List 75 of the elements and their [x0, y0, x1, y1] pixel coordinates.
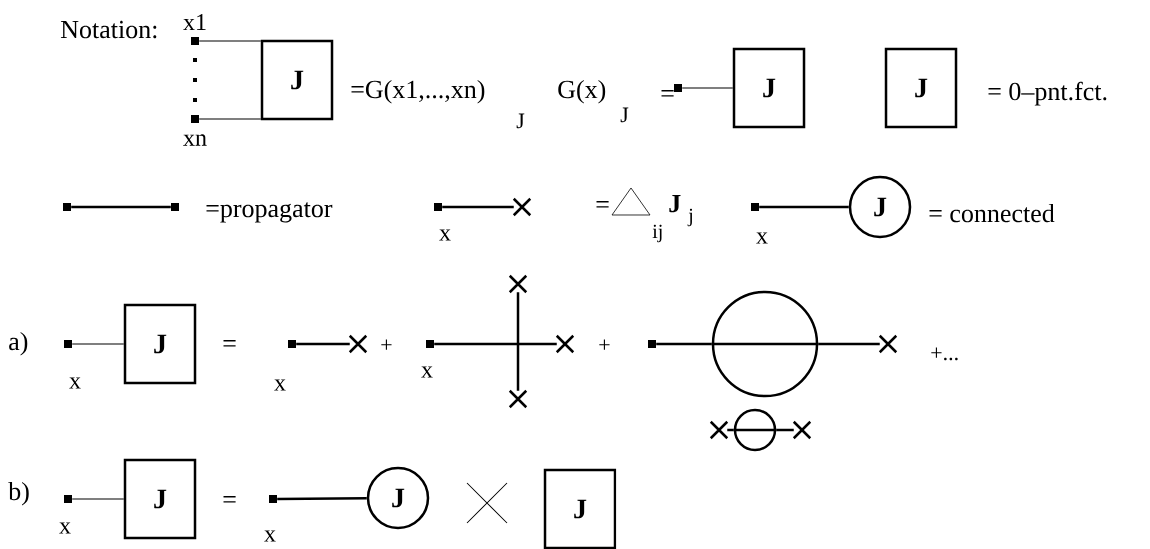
j-box: J: [260, 39, 334, 121]
formula-text: =: [223, 340, 236, 347]
line: [71, 205, 171, 209]
endpoint-square: [63, 203, 71, 211]
formula-text: =: [223, 496, 236, 503]
j-box: J: [123, 303, 197, 385]
formula-text: = connected: [929, 203, 1055, 223]
formula-text: J: [669, 194, 681, 213]
point-label: xn: [183, 134, 207, 146]
endpoint-square: [171, 203, 179, 211]
circle-node: J: [366, 466, 430, 530]
formula-text: J: [516, 113, 525, 129]
cross-mark: [512, 197, 532, 217]
line: [198, 40, 262, 42]
cross-mark: [508, 389, 528, 409]
j-box: J: [543, 468, 617, 549]
formula-text: = 0–pnt.fct.: [988, 81, 1107, 106]
formula-text: =: [596, 201, 609, 208]
line: [818, 342, 880, 346]
point-label: x: [59, 522, 71, 534]
formula-text: ij: [652, 224, 662, 243]
endpoint-square: [426, 340, 434, 348]
line: [442, 205, 514, 209]
endpoint-square: [434, 203, 442, 211]
formula-text: =: [661, 90, 674, 97]
j-box: J: [123, 458, 197, 540]
endpoint-square: [269, 495, 277, 503]
line: [776, 428, 794, 432]
point-label: x: [439, 229, 451, 241]
endpoint-square: [191, 115, 199, 123]
endpoint-square: [648, 340, 656, 348]
cross-mark: [508, 274, 528, 294]
line: [277, 497, 367, 501]
line: [71, 498, 125, 500]
formula-text: G(x): [558, 79, 606, 104]
formula-text: =propagator: [206, 202, 333, 223]
line: [198, 118, 262, 120]
j-box: J: [732, 47, 806, 129]
point-label: x: [274, 379, 286, 391]
line: [681, 87, 734, 89]
cross-mark: [878, 334, 898, 354]
loop-circle: [733, 408, 777, 452]
point-label: x1: [183, 14, 206, 30]
formula-text: J: [620, 107, 629, 123]
endpoint-square: [288, 340, 296, 348]
line: [656, 342, 712, 346]
j-box: J: [884, 47, 958, 129]
formula-text: +: [599, 339, 610, 350]
line: [434, 342, 557, 346]
cross-mark: [348, 334, 368, 354]
point-label: x: [756, 232, 768, 244]
line: [516, 292, 520, 391]
line: [296, 342, 350, 346]
line: [71, 343, 125, 345]
point-label: x: [421, 366, 433, 378]
endpoint-square: [751, 203, 759, 211]
formula-text: a): [9, 331, 28, 356]
formula-text: +...: [931, 347, 958, 361]
point-label: x: [69, 377, 81, 389]
endpoint-square: [191, 37, 199, 45]
formula-text: b): [8, 481, 29, 506]
formula-text: j: [687, 208, 693, 227]
cross-mark: [555, 334, 575, 354]
line: [727, 428, 734, 432]
formula-text: Notation:: [60, 20, 157, 39]
circle-node: J: [848, 175, 912, 239]
point-label: x: [264, 530, 276, 542]
cross-mark: [792, 420, 812, 440]
formula-text: +: [381, 339, 392, 350]
cross-mark: [709, 420, 729, 440]
line: [759, 205, 849, 209]
endpoint-square: [674, 84, 682, 92]
loop-circle: [711, 290, 819, 398]
endpoint-square: [64, 340, 72, 348]
endpoint-square: [64, 495, 72, 503]
